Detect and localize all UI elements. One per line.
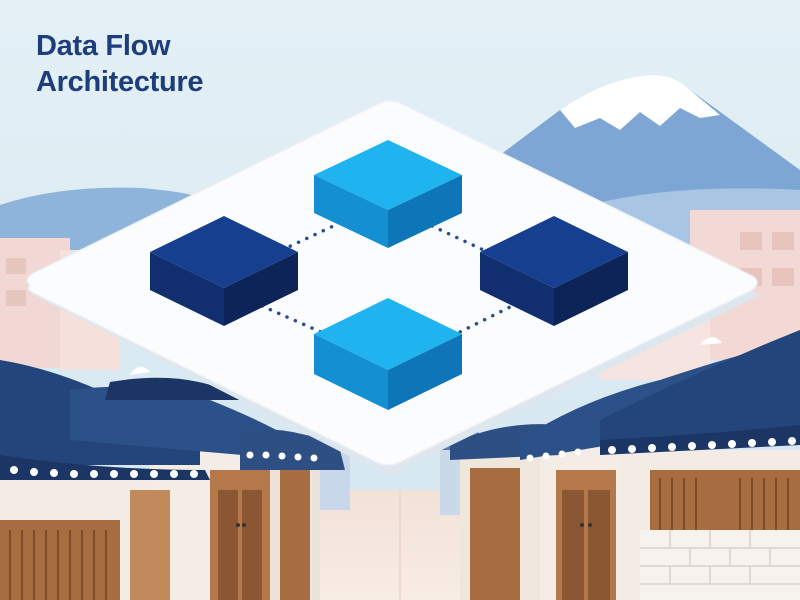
connector-bottom-right [450, 304, 514, 338]
title-line-1: Data Flow [36, 30, 171, 62]
title-line-2: Architecture [36, 66, 204, 98]
platform [26, 100, 758, 466]
page-title: Data Flow Architecture [36, 28, 356, 100]
connector-left-top [280, 220, 344, 252]
right-hanok-houses [450, 330, 800, 600]
connector-left-bottom [260, 304, 332, 338]
connector-top-right [430, 224, 494, 256]
node-cube-left [150, 216, 298, 326]
node-cube-bottom [314, 298, 462, 410]
node-cube-right [480, 216, 628, 326]
architecture-diagram [26, 100, 760, 476]
left-hanok-houses [0, 360, 345, 600]
snow-cap [560, 74, 720, 130]
node-cube-top [314, 140, 462, 248]
